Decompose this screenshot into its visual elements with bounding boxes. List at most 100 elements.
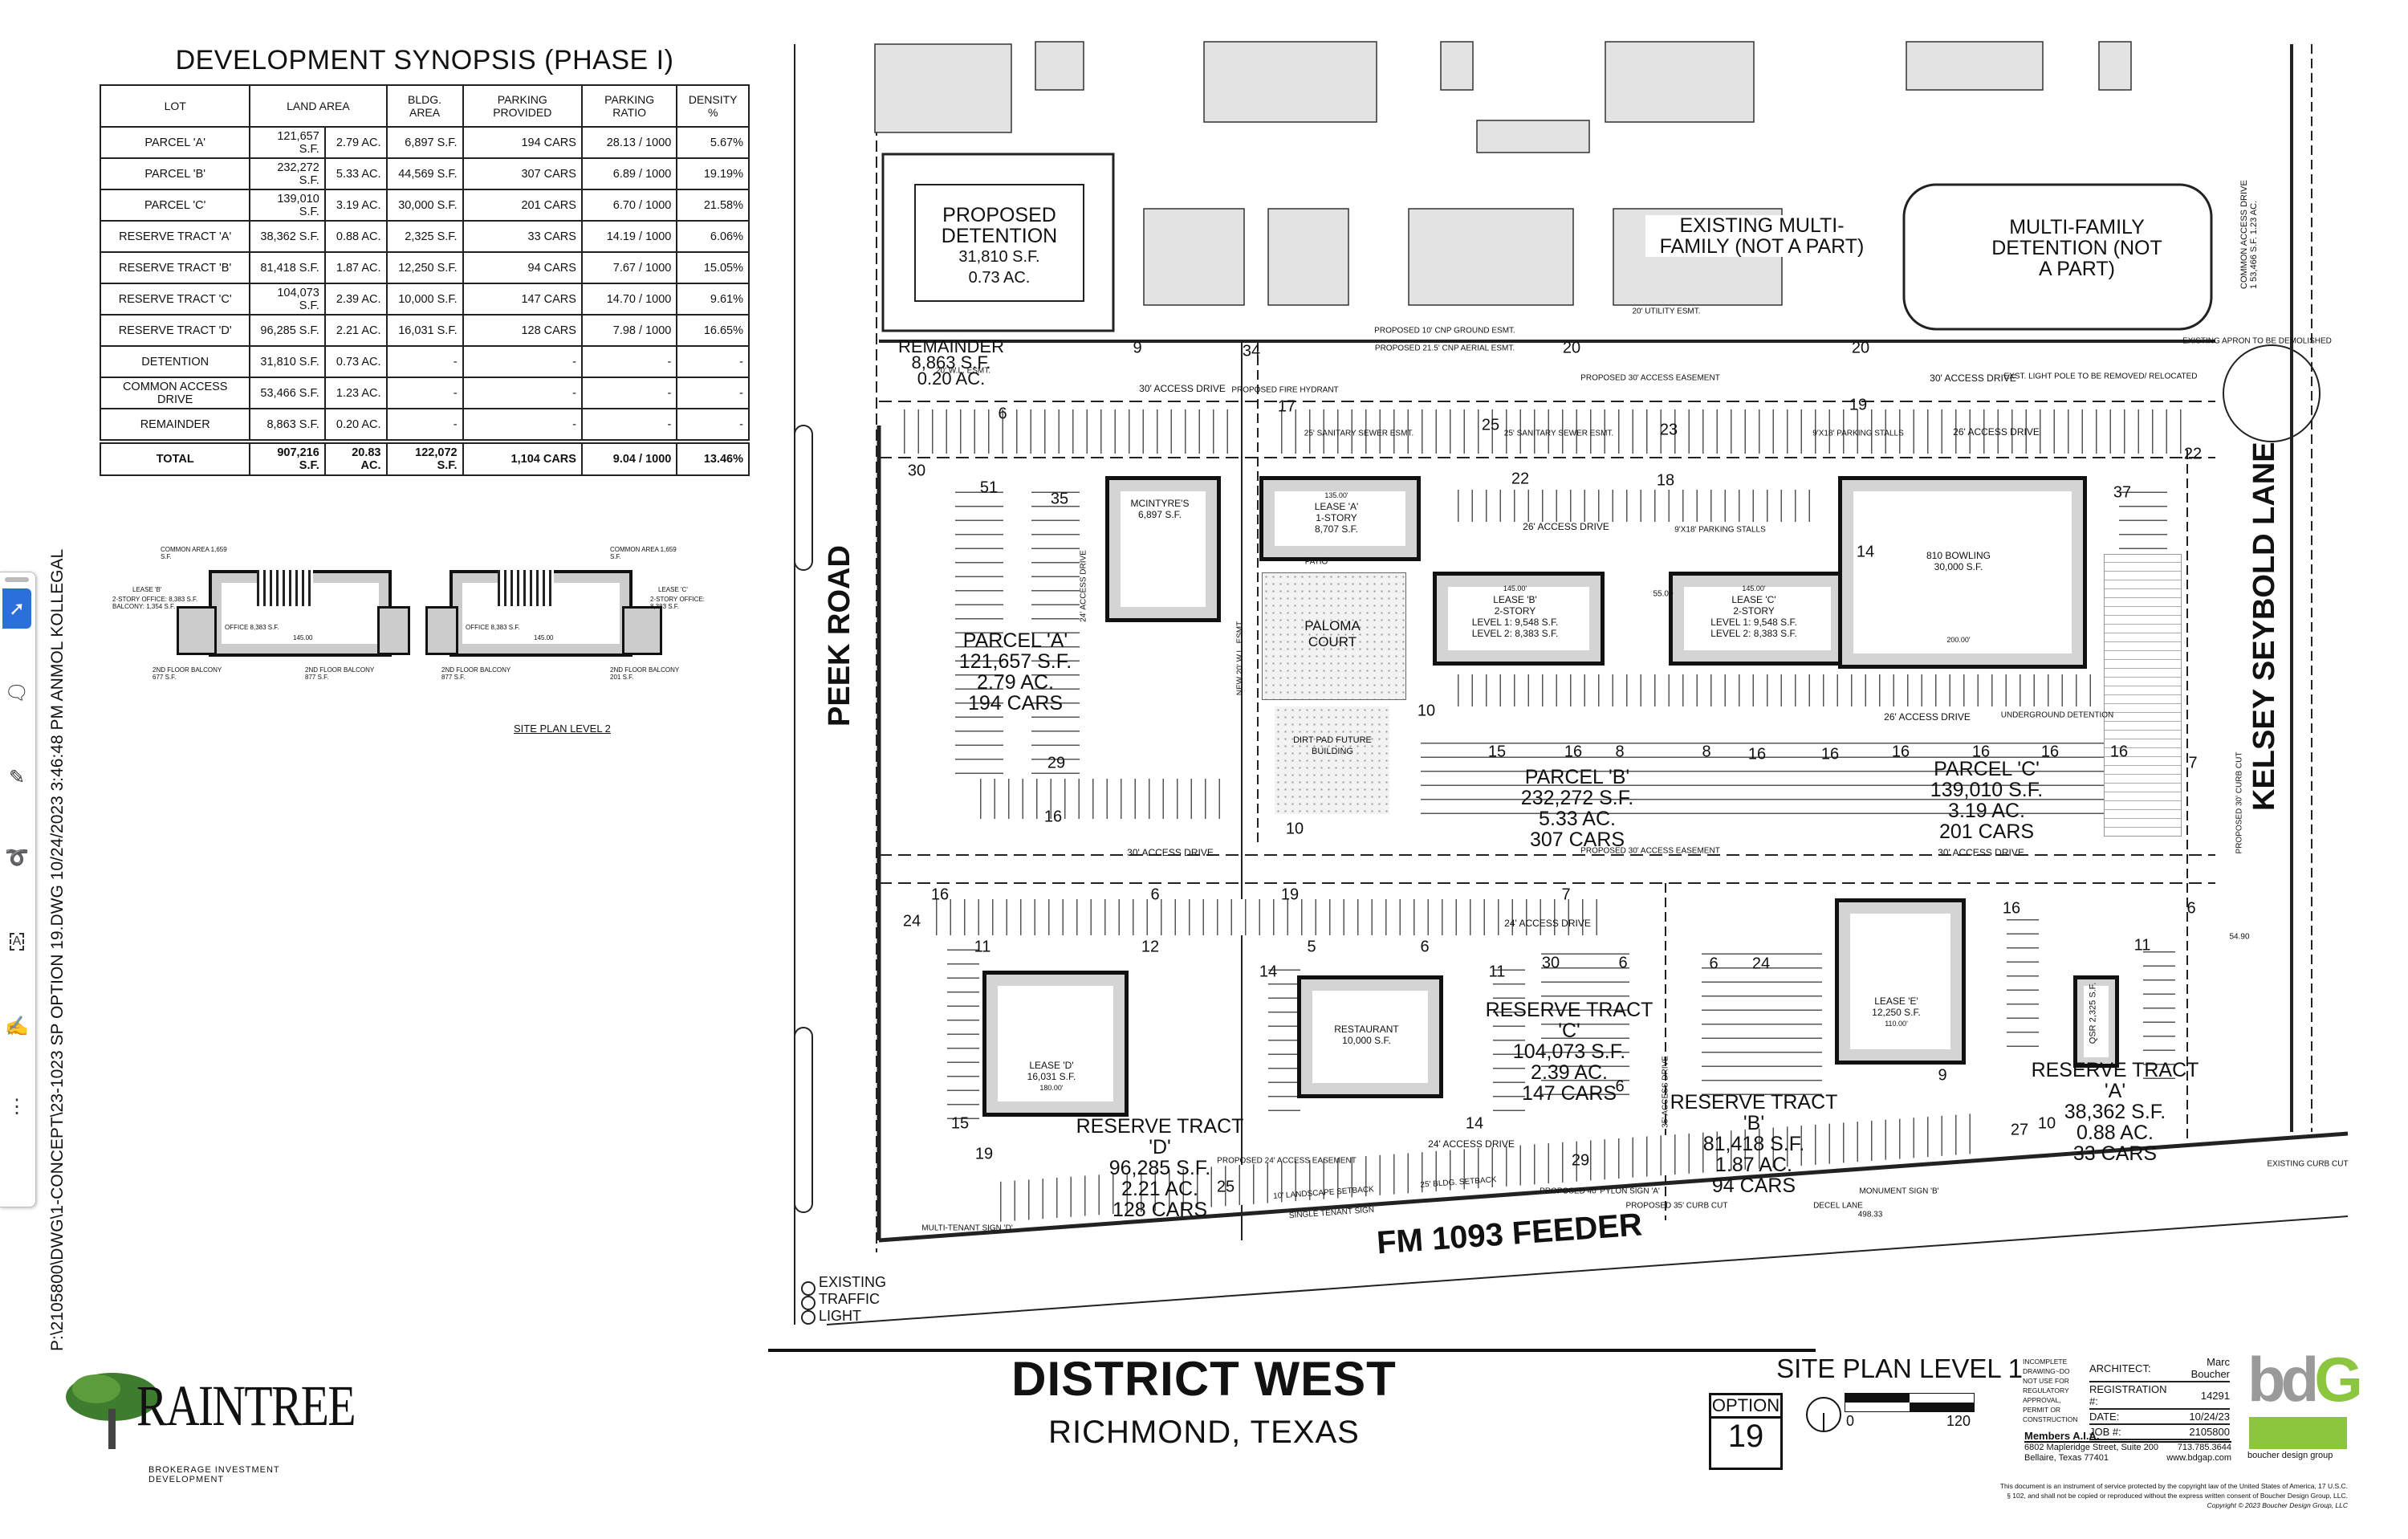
- l2-lease-b-desc: 2-STORY OFFICE: 8,383 S.F. BALCONY: 1,35…: [112, 596, 198, 610]
- cell-density: -: [676, 345, 750, 378]
- label-name: PARCEL 'C': [1934, 758, 2040, 780]
- parking-stall-count: 25: [1481, 416, 1500, 434]
- project-location: RICHMOND, TEXAS: [1048, 1415, 1360, 1450]
- label-sf: 6,897 S.F.: [1137, 509, 1182, 520]
- parking-stall-count: 5: [1307, 938, 1316, 956]
- plan-annotation: MULTI-TENANT SIGN 'D': [921, 1223, 1013, 1233]
- parking-stall-count: 16: [1820, 745, 1840, 763]
- lasso-icon: ➰: [5, 846, 29, 869]
- synopsis-table: LOT LAND AREA BLDG. AREA PARKING PROVIDE…: [99, 84, 750, 476]
- plan-annotation: 30' ACCESS DRIVE: [1127, 847, 1214, 858]
- plan-annotation: 30' ACCESS DRIVE: [1930, 373, 2016, 384]
- parking-stall-count: 6: [998, 405, 1007, 423]
- traffic-light: [801, 1296, 816, 1310]
- cell-sf: 81,418 S.F.: [249, 251, 326, 284]
- parking-stall-count: 34: [1242, 342, 1261, 360]
- header-density: DENSITY %: [676, 84, 750, 128]
- more-tools-button[interactable]: ⋮: [2, 1086, 31, 1126]
- parking-stall-count: 11: [1488, 963, 1506, 981]
- l2-lease-c-office: OFFICE 8,383 S.F.: [466, 624, 520, 631]
- label-name: PARCEL 'B': [1524, 766, 1630, 788]
- comment-tool-button[interactable]: 🗨: [2, 673, 31, 713]
- date-value: 10/24/23: [2174, 1409, 2230, 1425]
- level2-lease-b-plan: LEASE 'B' 2-STORY OFFICE: 8,383 S.F. BAL…: [112, 538, 410, 682]
- cell-ac: 2.39 AC.: [323, 283, 388, 316]
- label-ac: 3.19 AC.: [1948, 800, 2025, 822]
- label-dim: 145.00': [1742, 584, 1766, 592]
- reserve-tract-a-label: RESERVE TRACT 'A'38,362 S.F.0.88 AC.33 C…: [2023, 1060, 2207, 1164]
- lasso-tool-button[interactable]: ➰: [2, 837, 31, 877]
- cell-parking: 194 CARS: [462, 126, 583, 159]
- parking-stall-count: 9: [1133, 339, 1142, 357]
- balcony-left: [425, 606, 458, 655]
- plan-annotation: UNDERGROUND DETENTION: [2000, 710, 2114, 720]
- label-cars: 194 CARS: [967, 692, 1064, 715]
- select-tool-button[interactable]: ➚: [2, 588, 31, 629]
- label-cars: 33 CARS: [2072, 1142, 2158, 1165]
- parking-stall-count: 18: [1656, 471, 1675, 490]
- signature-icon: ✍: [5, 1015, 29, 1037]
- parking-stall-count: 17: [1277, 397, 1296, 416]
- header-lot: LOT: [99, 84, 251, 128]
- total-sf: 907,216 S.F.: [249, 439, 326, 476]
- toolbar-drag-handle[interactable]: [5, 577, 29, 582]
- table-row: RESERVE TRACT 'B'81,418 S.F.1.87 AC.12,2…: [99, 251, 750, 284]
- l2-lease-b-dim: 145.00: [293, 634, 313, 641]
- parking-stall-count: 8: [1615, 743, 1625, 761]
- cell-lot: RESERVE TRACT 'A': [99, 220, 251, 253]
- detention-outline: [881, 153, 1115, 332]
- label-cars: 307 CARS: [1529, 829, 1625, 851]
- parking-stall-count: 29: [1047, 754, 1066, 772]
- parcel-a-label: PARCEL 'A'121,657 S.F.2.79 AC.194 CARS: [947, 630, 1084, 714]
- parking-bay: [955, 482, 1003, 787]
- bdg-name: boucher design group: [2247, 1451, 2333, 1460]
- cell-bldg: -: [385, 345, 464, 378]
- cell-density: -: [676, 377, 750, 409]
- cell-ac: 0.20 AC.: [323, 408, 388, 442]
- cell-ac: 3.19 AC.: [323, 189, 388, 222]
- plan-annotation: EXISTING APRON TO BE DEMOLISHED: [2182, 336, 2332, 346]
- parking-stall-count: 6: [1615, 1077, 1625, 1096]
- parking-stall-count: 30: [1541, 954, 1560, 972]
- balcony-right: [377, 606, 410, 655]
- draw-tool-button[interactable]: ✎: [2, 757, 31, 797]
- cell-ratio: 6.89 / 1000: [580, 157, 678, 190]
- label-ac: 5.33 AC.: [1539, 808, 1616, 830]
- cell-ac: 2.21 AC.: [323, 314, 388, 347]
- parking-stall-count: 16: [1564, 743, 1583, 761]
- cell-density: 6.06%: [676, 220, 750, 253]
- label-sf: 8,707 S.F.: [1314, 523, 1359, 535]
- signature-tool-button[interactable]: ✍: [2, 1006, 31, 1046]
- cell-sf: 8,863 S.F.: [249, 408, 326, 442]
- plan-annotation: 26' ACCESS DRIVE: [1884, 711, 1971, 723]
- dirt-pad: [1275, 706, 1389, 814]
- dirt-pad-label: DIRT PAD FUTURE BUILDING: [1293, 735, 1372, 756]
- cell-parking: 128 CARS: [462, 314, 583, 347]
- total-density: 13.46%: [676, 439, 750, 476]
- parking-bay: [1445, 490, 1822, 522]
- label-dim: 145.00': [1503, 584, 1527, 592]
- parking-bay: [891, 409, 1236, 454]
- parking-bay: [923, 899, 1605, 935]
- label-cars: 128 CARS: [1112, 1199, 1208, 1221]
- median: [794, 425, 813, 571]
- parcel-c-label: PARCEL 'C'139,010 S.F.3.19 AC.201 CARS: [1918, 759, 2055, 842]
- text-box-tool-button[interactable]: A: [2, 922, 31, 962]
- parking-stall-count: 19: [974, 1145, 994, 1163]
- label-name: LEASE 'C': [1731, 594, 1776, 605]
- paloma-court-plaza: [1262, 572, 1406, 700]
- plan-annotation: 9'X18' PARKING STALLS: [1674, 525, 1766, 535]
- cell-lot: DETENTION: [99, 345, 251, 378]
- label-dim: 135.00': [1324, 491, 1348, 499]
- parking-stall-count: 27: [2010, 1121, 2029, 1139]
- cell-density: 5.67%: [676, 126, 750, 159]
- l2-lease-c-balcony2: 2ND FLOOR BALCONY 201 S.F.: [610, 666, 680, 681]
- cell-ratio: 14.70 / 1000: [580, 283, 678, 316]
- copyright-notice: This document is an instrument of servic…: [1846, 1481, 2348, 1510]
- cursor-arrow-icon: ➚: [8, 597, 26, 620]
- balcony-left: [177, 606, 217, 655]
- plan-annotation: MONUMENT SIGN 'B': [1859, 1187, 1939, 1196]
